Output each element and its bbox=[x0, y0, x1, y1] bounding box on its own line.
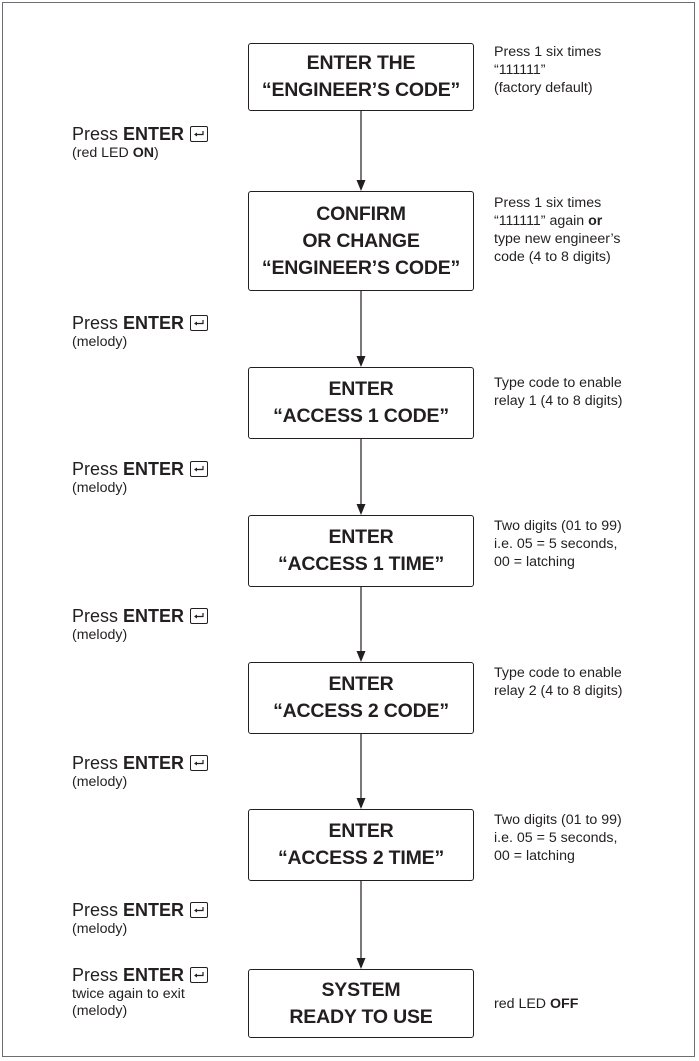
step-label-line: “ACCESS 1 TIME” bbox=[277, 553, 445, 575]
enter-key-icon bbox=[190, 902, 209, 918]
press-sub-text: (melody) bbox=[72, 627, 128, 643]
step-note-line: red LED OFF bbox=[494, 996, 579, 1012]
step-note-line: (factory default) bbox=[494, 80, 593, 96]
step-note-1: Press 1 six times “111111” (factory defaul… bbox=[494, 43, 601, 97]
enter-key-label: ENTER bbox=[123, 606, 185, 626]
step-label-line: “ENGINEER’S CODE” bbox=[261, 256, 461, 279]
press-label: Press bbox=[72, 965, 119, 985]
enter-key-icon bbox=[190, 755, 209, 771]
enter-key-icon bbox=[190, 126, 209, 142]
press-sub-text: (melody) bbox=[72, 480, 128, 496]
enter-key-icon bbox=[190, 608, 209, 624]
press-sub-text: (melody) bbox=[72, 921, 128, 937]
step-note-line: relay 2 (4 to 8 digits) bbox=[494, 683, 623, 699]
step-box-3: ENTER “ACCESS 1 CODE” bbox=[248, 367, 474, 439]
step-note-6: Two digits (01 to 99) i.e. 05 = 5 seconds… bbox=[494, 811, 622, 865]
step-label-line: ENTER THE bbox=[306, 52, 416, 74]
step-note-line: relay 1 (4 to 8 digits) bbox=[494, 393, 623, 409]
flow-arrow-head bbox=[356, 798, 366, 809]
enter-key-icon bbox=[190, 461, 209, 477]
step-note-line: code (4 to 8 digits) bbox=[494, 249, 611, 265]
enter-key-label: ENTER bbox=[123, 124, 185, 144]
step-box-4: ENTER “ACCESS 1 TIME” bbox=[248, 515, 474, 587]
step-note-line: “111111” again or bbox=[494, 213, 603, 229]
step-note-line: Type code to enable bbox=[494, 665, 622, 681]
step-note-line: “111111” bbox=[494, 62, 546, 78]
step-note-line: type new engineer’s bbox=[494, 231, 621, 247]
step-note-line: 00 = latching bbox=[494, 848, 575, 864]
step-note-line: Press 1 six times bbox=[494, 44, 602, 60]
step-box-2: CONFIRM OR CHANGE “ENGINEER’S CODE” bbox=[248, 191, 474, 291]
enter-key-icon bbox=[190, 315, 209, 331]
enter-key-label: ENTER bbox=[123, 459, 185, 479]
press-sub-text: (melody) bbox=[72, 774, 128, 790]
enter-key-label: ENTER bbox=[123, 900, 185, 920]
step-label-line: READY TO USE bbox=[289, 1005, 433, 1028]
step-note-3: Type code to enable relay 1 (4 to 8 digit… bbox=[494, 374, 623, 410]
step-box-6: ENTER “ACCESS 2 TIME” bbox=[248, 809, 474, 881]
flow-arrow-head bbox=[356, 356, 366, 367]
press-label: Press bbox=[72, 313, 119, 333]
step-label-line: ENTER bbox=[328, 673, 394, 695]
enter-key-label: ENTER bbox=[123, 753, 185, 773]
press-sub-text: (melody) bbox=[72, 334, 128, 350]
step-label-line: ENTER bbox=[328, 378, 394, 400]
step-note-line: 00 = latching bbox=[494, 554, 575, 570]
step-label-line: CONFIRM bbox=[316, 202, 406, 225]
press-label: Press bbox=[72, 753, 119, 773]
step-box-5: ENTER “ACCESS 2 CODE” bbox=[248, 662, 474, 734]
step-label-line: “ACCESS 2 CODE” bbox=[273, 700, 449, 722]
step-note-line: Two digits (01 to 99) bbox=[494, 812, 622, 828]
enter-key-label: ENTER bbox=[123, 313, 185, 333]
step-note-line: i.e. 05 = 5 seconds, bbox=[494, 536, 618, 552]
step-note-line: Type code to enable bbox=[494, 375, 622, 391]
press-sub-text: (melody) bbox=[72, 1003, 128, 1019]
flow-arrow-head bbox=[356, 180, 366, 191]
step-note-2: Press 1 six times “111111” again or type n… bbox=[494, 194, 620, 266]
step-note-4: Two digits (01 to 99) i.e. 05 = 5 seconds… bbox=[494, 517, 622, 571]
step-label-line: ENTER bbox=[328, 820, 394, 842]
press-label: Press bbox=[72, 900, 119, 920]
step-label-line: OR CHANGE bbox=[302, 229, 420, 252]
flow-arrow-head bbox=[356, 504, 366, 515]
flow-arrow-head bbox=[356, 651, 366, 662]
enter-key-label: ENTER bbox=[123, 965, 185, 985]
step-box-7: SYSTEM READY TO USE bbox=[248, 969, 474, 1038]
enter-key-icon bbox=[190, 967, 209, 983]
press-sub-text: twice again to exit bbox=[72, 986, 185, 1002]
step-label-line: “ACCESS 2 TIME” bbox=[277, 847, 445, 869]
step-note-line: Two digits (01 to 99) bbox=[494, 518, 622, 534]
flow-arrow-head bbox=[356, 958, 366, 969]
step-note-line: Press 1 six times bbox=[494, 195, 602, 211]
step-note-line: i.e. 05 = 5 seconds, bbox=[494, 830, 618, 846]
step-label-line: “ENGINEER’S CODE” bbox=[261, 79, 461, 101]
press-label: Press bbox=[72, 459, 119, 479]
step-label-line: “ACCESS 1 CODE” bbox=[273, 405, 449, 427]
press-label: Press bbox=[72, 124, 119, 144]
step-note-7: red LED OFF bbox=[494, 995, 578, 1013]
step-label-line: SYSTEM bbox=[321, 978, 401, 1001]
press-label: Press bbox=[72, 606, 119, 626]
step-note-5: Type code to enable relay 2 (4 to 8 digit… bbox=[494, 664, 623, 700]
press-sub-text: (red LED ON) bbox=[72, 145, 159, 161]
step-label-line: ENTER bbox=[328, 526, 394, 548]
step-box-1: ENTER THE “ENGINEER’S CODE” bbox=[248, 43, 474, 111]
